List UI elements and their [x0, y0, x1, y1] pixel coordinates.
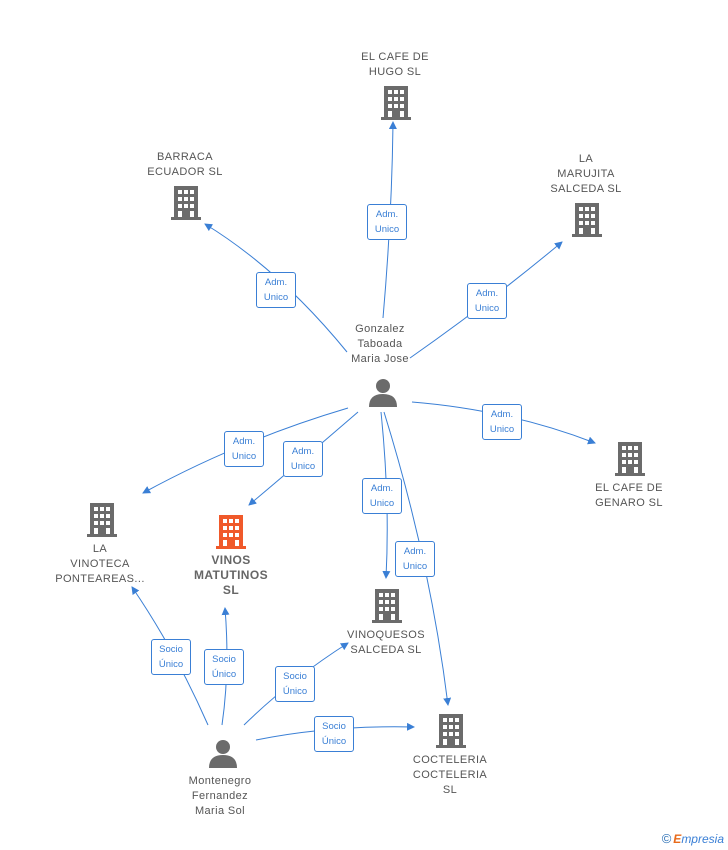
brand-logo-initial: E	[673, 832, 682, 846]
person-label-gonzalez[interactable]: Gonzalez Taboada Maria Jose	[351, 323, 409, 365]
company-label-vinos-matutinos[interactable]: VINOS MATUTINOS SL	[193, 553, 269, 597]
copyright-symbol: ©	[661, 831, 672, 846]
person-label-montenegro[interactable]: Montenegro Fernandez Maria Sol	[188, 775, 252, 817]
company-label-cafe-hugo[interactable]: EL CAFE DE HUGO SL	[361, 51, 429, 78]
company-label-barraca[interactable]: BARRACA ECUADOR SL	[147, 151, 223, 178]
edge-label-adm-unico: Adm. Unico	[482, 404, 522, 440]
building-icon[interactable]	[171, 186, 201, 220]
building-icon[interactable]	[372, 589, 402, 623]
edge-label-adm-unico: Adm. Unico	[224, 431, 264, 467]
company-label-vinoquesos[interactable]: VINOQUESOS SALCEDA SL	[347, 629, 425, 656]
building-icon[interactable]	[436, 714, 466, 748]
edge-label-socio-unico: Socio Único	[151, 639, 191, 675]
company-label-marujita[interactable]: LA MARUJITA SALCEDA SL	[550, 153, 622, 195]
edge-label-adm-unico: Adm. Unico	[256, 272, 296, 308]
building-icon[interactable]	[87, 503, 117, 537]
company-label-vinoteca[interactable]: LA VINOTECA PONTEAREAS...	[55, 543, 145, 585]
brand-logo-text: mpresia	[681, 832, 724, 846]
person-icon[interactable]	[368, 377, 398, 407]
building-focus-icon[interactable]	[216, 515, 246, 549]
building-icon[interactable]	[572, 203, 602, 237]
company-label-genaro[interactable]: EL CAFE DE GENARO SL	[595, 482, 663, 509]
edge-label-adm-unico: Adm. Unico	[362, 478, 402, 514]
company-label-cocteleria[interactable]: COCTELERIA COCTELERIA SL	[412, 754, 488, 796]
building-icon[interactable]	[381, 86, 411, 120]
edge-label-adm-unico: Adm. Unico	[283, 441, 323, 477]
edge-label-socio-unico: Socio Único	[275, 666, 315, 702]
edge-label-socio-unico: Socio Único	[204, 649, 244, 685]
edge-label-adm-unico: Adm. Unico	[367, 204, 407, 240]
edge-label-adm-unico: Adm. Unico	[395, 541, 435, 577]
footer-brand: ©Empresia	[662, 831, 724, 846]
building-icon[interactable]	[615, 442, 645, 476]
edge-label-socio-unico: Socio Único	[314, 716, 354, 752]
edge-label-adm-unico: Adm. Unico	[467, 283, 507, 319]
person-icon[interactable]	[208, 738, 238, 768]
